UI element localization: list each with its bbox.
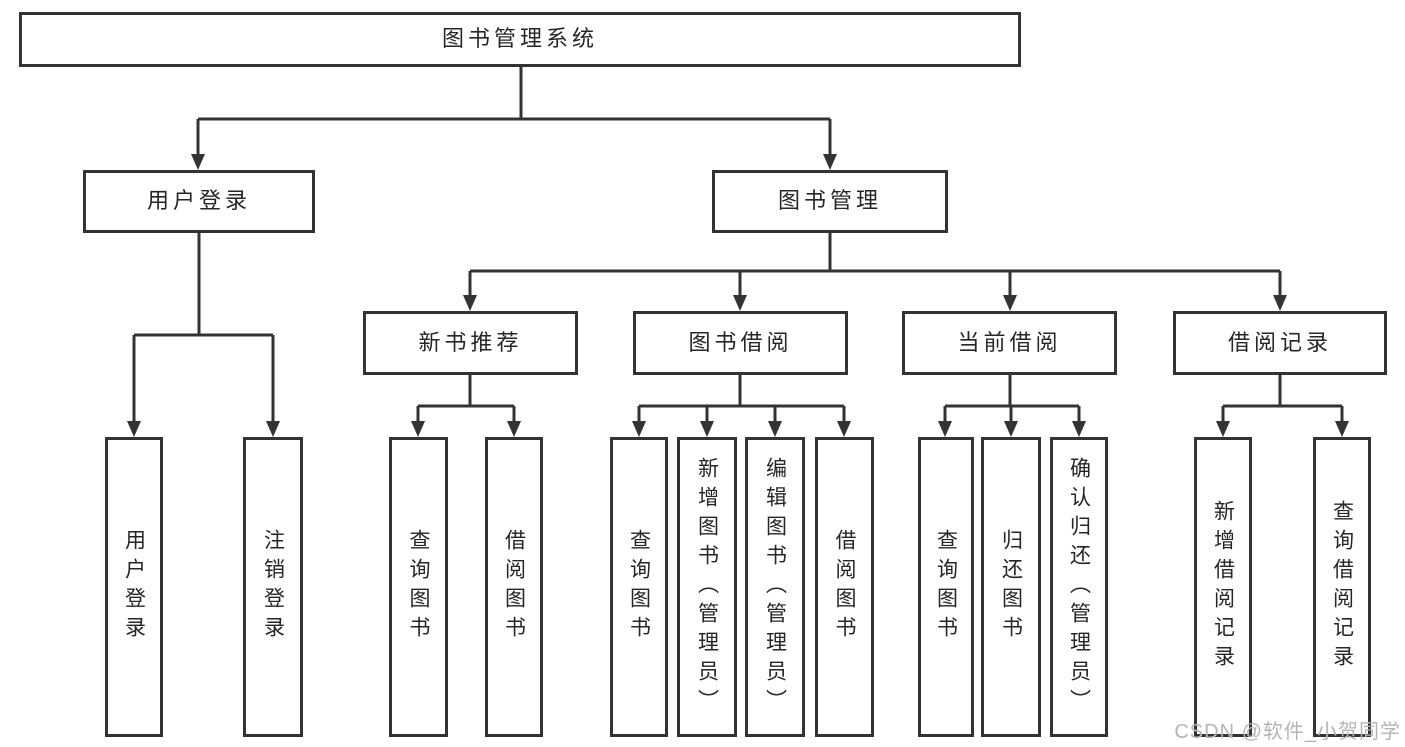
arrow-down-icon-level2: [191, 154, 837, 170]
node-current-borrow: 当前借阅: [902, 311, 1117, 375]
leaf-borrow-borrow-book: 借阅图书: [815, 437, 874, 737]
arrow-down-icon-userlogin-children: [127, 421, 280, 437]
node-user-login: 用户登录: [83, 170, 315, 233]
csdn-watermark: CSDN @软件_小贺同学: [1174, 721, 1401, 743]
arrow-down-icon-currentborrow-children: [938, 421, 1086, 437]
edge-bookborrow-to-children: [637, 375, 846, 421]
edge-newbookrec-to-children: [416, 375, 516, 421]
leaf-borrow-edit-book-admin: 编辑图书（管理员）: [745, 437, 805, 737]
leaf-newrec-borrow-book: 借阅图书: [485, 437, 543, 737]
leaf-newrec-query-book: 查询图书: [389, 437, 448, 737]
edge-bookmgmt-to-level3: [468, 233, 1282, 295]
edge-root-to-level2: [196, 67, 832, 154]
edge-userlogin-to-children: [132, 233, 275, 421]
node-new-book-recommend: 新书推荐: [363, 311, 578, 375]
node-library-management-system: 图书管理系统: [19, 12, 1021, 67]
arrow-down-icon-level3: [463, 295, 1287, 311]
leaf-current-query-book: 查询图书: [918, 437, 974, 737]
arrow-down-icon-bookborrow-children: [632, 421, 851, 437]
leaf-borrow-add-book-admin: 新增图书（管理员）: [677, 437, 737, 737]
leaf-user-login: 用户登录: [105, 437, 163, 737]
node-book-borrow: 图书借阅: [633, 311, 848, 375]
edge-borrowrecord-to-children: [1221, 375, 1344, 421]
node-book-management: 图书管理: [712, 170, 948, 233]
leaf-borrow-query-book: 查询图书: [610, 437, 668, 737]
arrow-down-icon-newbookrec-children: [411, 421, 521, 437]
leaf-record-query-borrow-record: 查询借阅记录: [1313, 437, 1371, 737]
leaf-current-return-book: 归还图书: [981, 437, 1041, 737]
node-borrow-record: 借阅记录: [1173, 311, 1387, 375]
arrow-down-icon-borrowrecord-children: [1216, 421, 1349, 437]
leaf-current-confirm-return-admin: 确认归还（管理员）: [1050, 437, 1108, 737]
leaf-logout: 注销登录: [243, 437, 303, 737]
edge-currentborrow-to-children: [943, 375, 1081, 421]
leaf-record-add-borrow-record: 新增借阅记录: [1194, 437, 1252, 737]
